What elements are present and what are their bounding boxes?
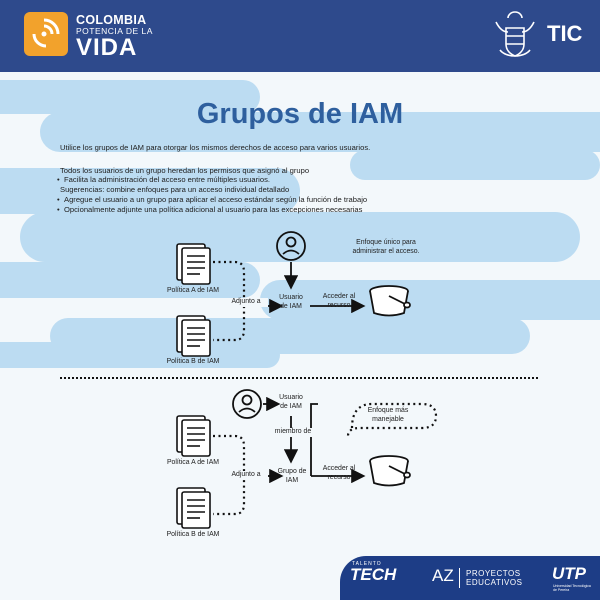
note-line: administrar el acceso. xyxy=(352,247,420,255)
tic-logo: TIC xyxy=(490,8,590,64)
colombia-logo: COLOMBIA POTENCIA DE LA VIDA xyxy=(24,10,174,62)
section-divider xyxy=(60,377,538,379)
attached-to-label: Adjunto a xyxy=(224,471,268,480)
iam-user-line: de IAM xyxy=(280,402,302,410)
manageable-note: Enfoque más manejable xyxy=(358,407,418,424)
brand-line-1: COLOMBIA xyxy=(76,13,147,27)
policy-document-icon xyxy=(176,415,211,457)
iam-user-label: Usuario de IAM xyxy=(268,294,314,311)
access-line: Acceder al xyxy=(322,465,356,472)
policy-a-label: Política A de IAM xyxy=(166,459,220,466)
background-cloud xyxy=(0,342,280,368)
policy-document-icon xyxy=(176,243,211,285)
utp-sub-line: Universidad Tecnológica xyxy=(553,584,591,588)
attached-to-label: Adjunto a xyxy=(224,298,268,307)
policy-document-icon xyxy=(176,487,211,529)
policy-a-label: Política A de IAM xyxy=(166,287,220,294)
access-line: Acceder al xyxy=(322,293,356,300)
proyectos-educativos-logo: PROYECTOS EDUCATIVOS xyxy=(466,569,522,587)
access-resource-label: Acceder al recurso xyxy=(314,293,364,310)
iam-user-line: Usuario xyxy=(279,294,303,301)
crest-icon xyxy=(495,11,535,57)
user-icon xyxy=(276,231,306,261)
bullet-item: Opcionalmente adjunte una política adici… xyxy=(57,205,362,214)
bucket-icon xyxy=(369,455,411,487)
note-line: Enfoque más xyxy=(367,407,409,414)
user-icon xyxy=(232,389,262,419)
iam-user-line: Usuario xyxy=(279,394,303,401)
utp-sub-line: de Pereira xyxy=(553,588,570,592)
header-bar: COLOMBIA POTENCIA DE LA VIDA TIC xyxy=(0,0,600,72)
page-title: Grupos de IAM xyxy=(196,98,404,130)
background-cloud xyxy=(350,150,600,180)
footer-logos: TALENTO TECH AZ PROYECTOS EDUCATIVOS UTP… xyxy=(340,556,600,600)
iam-user-label: Usuario de IAM xyxy=(268,394,314,411)
policy-b-label: Política B de IAM xyxy=(166,358,220,365)
background-cloud xyxy=(260,280,600,320)
single-approach-note: Enfoque único para administrar el acceso… xyxy=(336,239,436,256)
logo-separator xyxy=(459,568,460,588)
tic-label: TIC xyxy=(547,21,583,46)
access-line: recurso xyxy=(327,473,351,481)
brand-line-3: VIDA xyxy=(76,34,138,61)
brand-line-2: POTENCIA DE LA xyxy=(76,26,153,36)
logo-mark-icon xyxy=(24,12,68,56)
tech-logo: TECH xyxy=(350,565,397,584)
utp-logo: UTP xyxy=(552,564,586,583)
proyectos-line: PROYECTOS xyxy=(466,569,521,578)
talento-label: TALENTO xyxy=(352,561,382,567)
background-cloud xyxy=(40,112,600,152)
background-cloud xyxy=(20,212,580,262)
bullet-item: Facilita la administración del acceso en… xyxy=(57,175,270,184)
intro-text: Utilice los grupos de IAM para otorgar l… xyxy=(60,143,371,152)
group-line: IAM xyxy=(285,476,299,484)
policy-document-icon xyxy=(176,315,211,357)
note-line: manejable xyxy=(372,415,404,423)
background-cloud xyxy=(0,80,260,114)
iam-group-label: Grupo de IAM xyxy=(270,468,314,485)
group-line: Grupo de xyxy=(277,468,307,475)
access-resource-label: Acceder al recurso xyxy=(314,465,364,482)
bucket-icon xyxy=(369,285,411,317)
note-line: Enfoque único para xyxy=(356,239,416,246)
utp-subtitle: Universidad Tecnológica de Pereira xyxy=(553,584,593,592)
policy-b-label: Política B de IAM xyxy=(166,531,220,538)
proyectos-line: EDUCATIVOS xyxy=(466,578,523,587)
paragraph-2: Sugerencias: combine enfoques para un ac… xyxy=(60,185,290,194)
member-of-label: miembro de xyxy=(268,428,318,437)
access-line: recurso xyxy=(327,301,351,309)
iam-user-line: de IAM xyxy=(280,302,302,310)
background-cloud xyxy=(0,262,260,298)
az-logo: AZ xyxy=(432,566,454,585)
paragraph-1: Todos los usuarios de un grupo heredan l… xyxy=(60,166,310,175)
bullet-item: Agregue el usuario a un grupo para aplic… xyxy=(57,195,367,204)
